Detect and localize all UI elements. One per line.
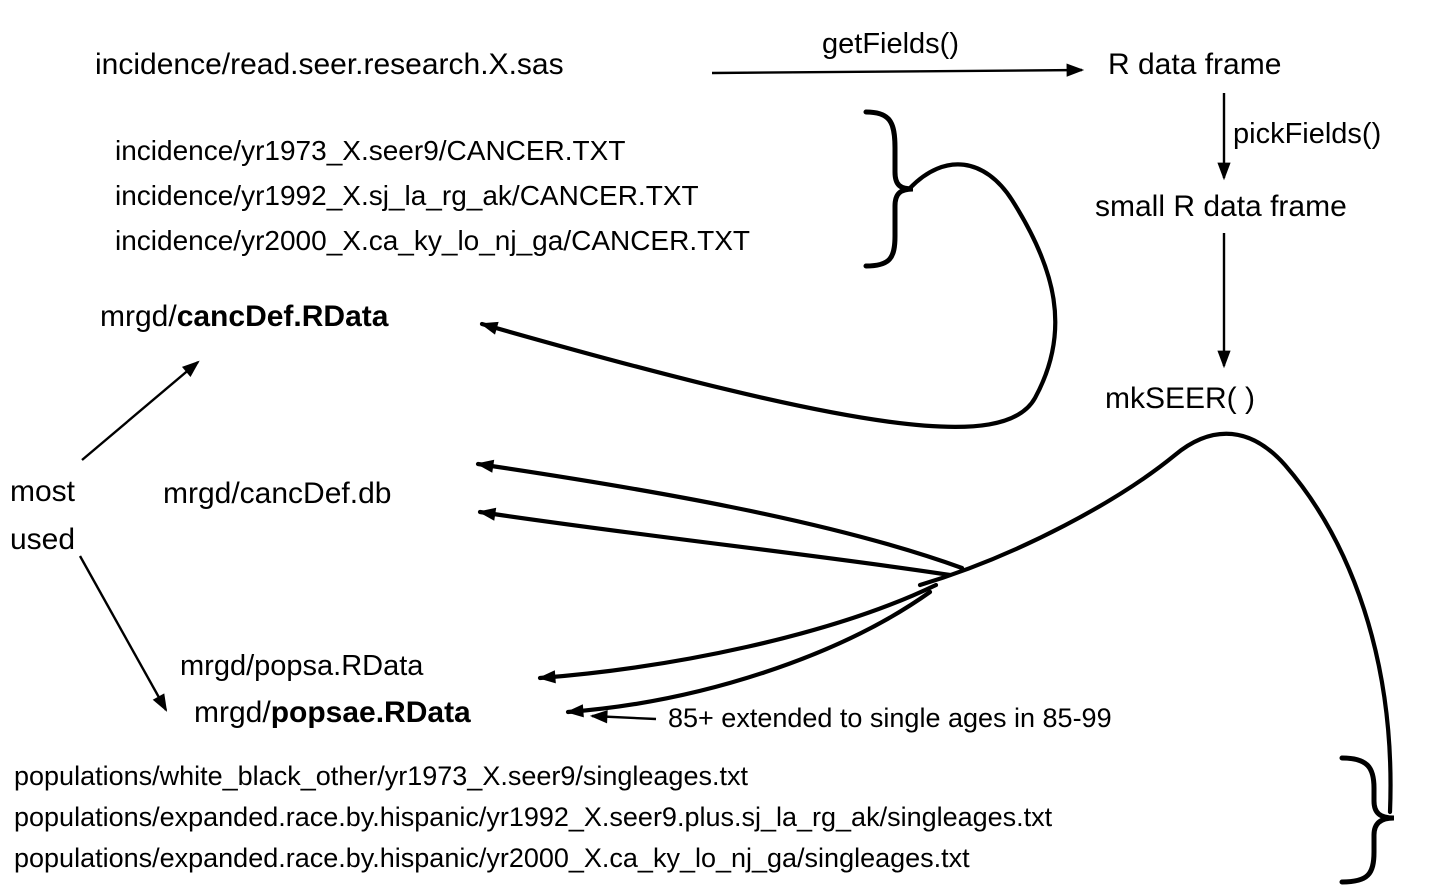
node-cancdef-db: mrgd/cancDef.db xyxy=(163,477,392,510)
node-mkseer: mkSEER( ) xyxy=(1105,382,1255,415)
annotation-85-plus: 85+ extended to single ages in 85-99 xyxy=(668,703,1112,733)
most-used-label: most used xyxy=(10,468,75,564)
edge-label-pickfields: pickFields() xyxy=(1233,118,1382,150)
node-r-data-frame: R data frame xyxy=(1108,48,1282,81)
node-sas-script: incidence/read.seer.research.X.sas xyxy=(95,48,564,81)
arrow-annotation-85 xyxy=(589,710,657,724)
population-file-list: populations/white_black_other/yr1973_X.s… xyxy=(14,756,1052,879)
most-used-line1: most xyxy=(10,475,76,508)
incidence-file-1: incidence/yr1973_X.seer9/CANCER.TXT xyxy=(115,135,626,166)
cancdef-rdata-name: cancDef.RData xyxy=(176,300,389,333)
node-popsa-rdata: mrgd/popsa.RData xyxy=(180,650,424,682)
curve-mkseer-to-population-brace xyxy=(917,431,1393,815)
curve-to-cancdef-db-upper xyxy=(475,459,965,571)
curve-to-popsa-rdata xyxy=(537,582,939,684)
curve-to-cancdef-db-lower xyxy=(477,507,953,578)
node-small-r-data-frame: small R data frame xyxy=(1095,190,1347,223)
brace-population-files xyxy=(1339,755,1395,885)
popsae-name: popsae.RData xyxy=(270,696,471,729)
edge-label-getfields: getFields() xyxy=(822,28,959,60)
arrow-getfields xyxy=(711,63,1085,77)
population-file-3: populations/expanded.race.by.hispanic/yr… xyxy=(14,843,970,873)
population-file-1: populations/white_black_other/yr1973_X.s… xyxy=(14,761,748,791)
incidence-file-list: incidence/yr1973_X.seer9/CANCER.TXT inci… xyxy=(115,128,750,263)
cancdef-rdata-prefix: mrgd/ xyxy=(100,300,177,333)
popsae-prefix: mrgd/ xyxy=(194,696,271,729)
curve-to-popsae-rdata xyxy=(565,589,933,718)
brace-incidence-files xyxy=(863,109,914,269)
arrow-mostused-to-popsae xyxy=(78,555,168,712)
node-cancdef-rdata: mrgd/cancDef.RData xyxy=(100,300,388,335)
incidence-file-2: incidence/yr1992_X.sj_la_rg_ak/CANCER.TX… xyxy=(115,180,699,211)
node-popsae-rdata: mrgd/popsae.RData xyxy=(194,696,471,731)
curve-brace-to-cancdef-rdata xyxy=(479,162,1058,429)
incidence-file-3: incidence/yr2000_X.ca_ky_lo_nj_ga/CANCER… xyxy=(115,225,750,256)
most-used-line2: used xyxy=(10,523,76,556)
arrow-mostused-to-cancdef-rdata xyxy=(81,360,200,461)
population-file-2: populations/expanded.race.by.hispanic/yr… xyxy=(14,802,1053,832)
